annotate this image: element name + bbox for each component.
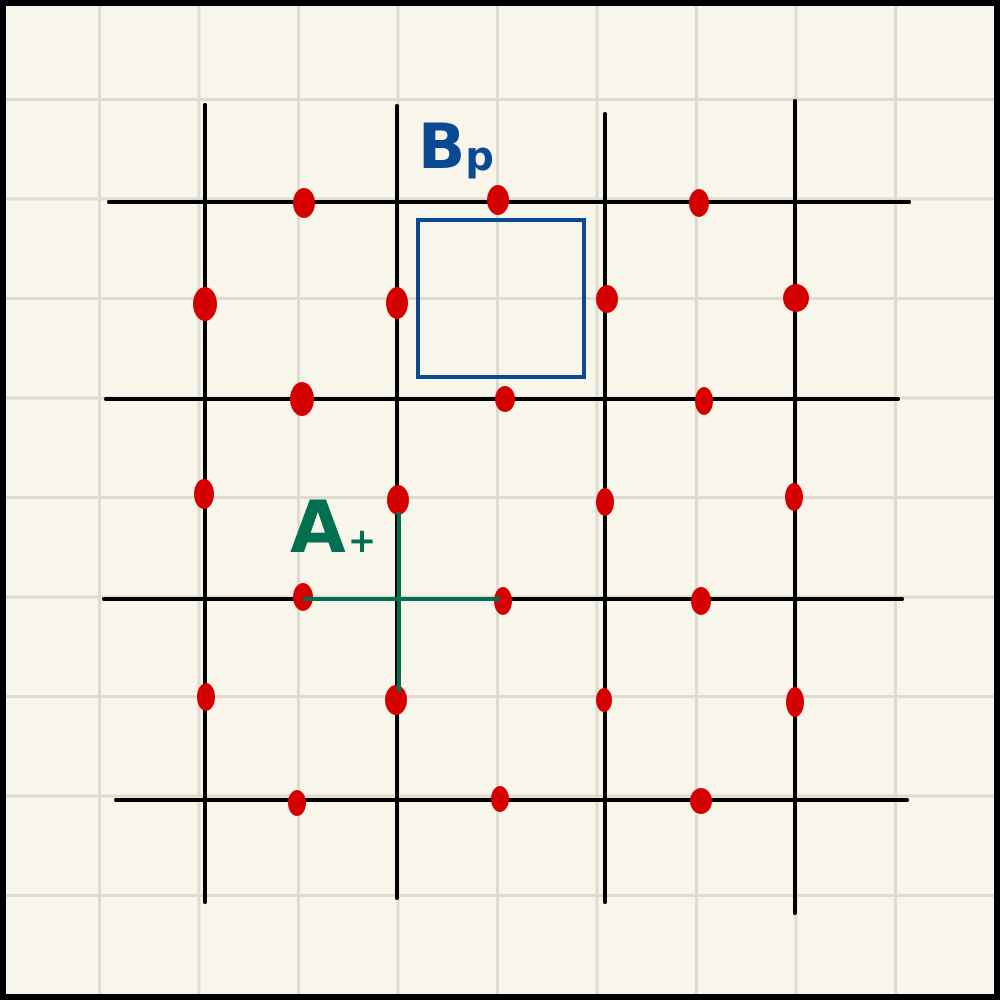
qubit-dot <box>695 387 713 415</box>
qubit-dot <box>783 284 809 312</box>
star-operator: A+ <box>290 485 500 692</box>
qubit-dot <box>293 188 315 218</box>
qubit-dot <box>387 485 409 515</box>
qubit-dot <box>487 185 509 215</box>
qubit-dot <box>596 285 618 313</box>
qubit-dot <box>596 488 614 516</box>
qubit-markers <box>193 185 809 816</box>
qubit-dot <box>690 788 712 814</box>
qubit-dot <box>786 687 804 717</box>
qubit-dot <box>193 287 217 321</box>
qubit-dot <box>386 287 408 319</box>
plaquette-square <box>416 218 586 379</box>
qubit-dot <box>689 189 709 217</box>
qubit-dot <box>288 790 306 816</box>
qubit-dot <box>290 382 314 416</box>
qubit-dot <box>785 483 803 511</box>
star-label: A+ <box>290 485 376 569</box>
qubit-dot <box>385 685 407 715</box>
plaquette-label: Bp <box>418 110 494 183</box>
qubit-dot <box>491 786 509 812</box>
qubit-dot <box>691 587 711 615</box>
qubit-dot <box>194 479 214 509</box>
qubit-dot <box>495 386 515 412</box>
qubit-dot <box>596 688 612 712</box>
qubit-dot <box>197 683 215 711</box>
plaquette-operator: Bp <box>416 110 586 379</box>
qubit-dot <box>494 587 512 615</box>
